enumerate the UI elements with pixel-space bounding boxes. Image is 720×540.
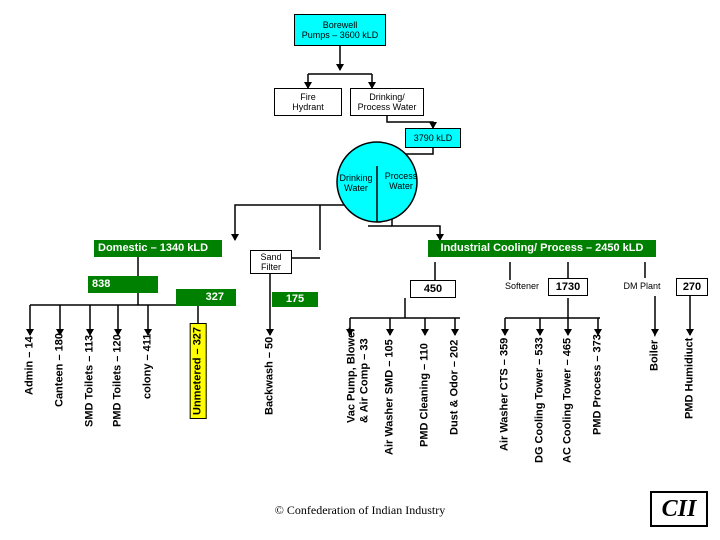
consumer-vac-pump: Vac Pump, Blower & Air Comp – 33 [345,327,370,423]
process-water-label: Process Water [384,171,418,191]
fire-hydrant-label: Fire Hydrant [292,91,324,112]
value-327-box: 327 [176,289,236,306]
value-838-label: 838 [92,278,111,291]
consumer-pmd-process: PMD Process – 373 [591,334,604,436]
consumer-colony: colony – 411 [141,333,154,400]
consumer-pmd-toilets: PMD Toilets – 120 [111,334,124,428]
consumer-air-washer-cts: Air Washer CTS – 359 [498,338,511,452]
cii-logo: CII [650,491,708,527]
value-175-label: 175 [285,293,305,306]
value-1730-label: 1730 [555,280,581,293]
domestic-label: Domestic – 1340 kLD [98,242,209,255]
tank-3790-label: 3790 kLD [413,132,453,143]
drinking-water-label: Drinking Water [339,173,373,193]
value-450-box: 450 [410,280,456,298]
value-1730-box: 1730 [548,278,588,296]
consumer-pmd-cleaning: PMD Cleaning – 110 [418,343,431,448]
cii-logo-text: CII [661,495,697,522]
consumer-dg-cooling-tower: DG Cooling Tower – 533 [533,337,546,464]
sand-filter-box: Sand Filter [250,250,292,274]
value-270-box: 270 [676,278,708,296]
copyright-footer: © Confederation of Indian Industry [274,503,446,517]
fire-hydrant-box: Fire Hydrant [274,88,342,116]
softener-label: Softener [504,281,540,291]
value-327-label: 327 [205,291,224,304]
consumer-air-washer-smd: Air Washer SMD – 105 [383,339,396,456]
domestic-box: Domestic – 1340 kLD [94,240,222,257]
borewell-pumps-label: Borewell Pumps – 3600 kLD [301,19,379,40]
industrial-box: Industrial Cooling/ Process – 2450 kLD [428,240,656,257]
consumer-admin: Admin – 14 [23,336,36,396]
consumer-ac-cooling-tower: AC Cooling Tower – 465 [561,338,574,464]
value-838-box: 838 [88,276,158,293]
consumer-boiler: Boiler - [648,333,661,372]
consumer-smd-toilets: SMD Toilets – 113 [83,335,96,428]
consumer-backwash: Backwash – 50 [263,337,276,416]
value-270-label: 270 [682,280,702,293]
value-175-box: 175 [272,292,318,307]
drinking-process-water-label: Drinking/ Process Water [357,91,417,112]
consumer-canteen: Canteen – 180 [53,333,66,408]
tank-3790-box: 3790 kLD [405,128,461,148]
value-450-label: 450 [423,282,443,295]
borewell-pumps-box: Borewell Pumps – 3600 kLD [294,14,386,46]
consumer-pmd-humidiuct: PMD Humidiuct [683,338,696,420]
consumer-dust-odor: Dust & Odor – 202 [448,340,461,436]
consumer-unmetered: Unmetered – 327 [186,236,210,436]
industrial-label: Industrial Cooling/ Process – 2450 kLD [440,242,644,255]
drinking-process-water-box: Drinking/ Process Water [350,88,424,116]
sand-filter-label: Sand Filter [260,251,282,272]
dm-plant-label: DM Plant [623,281,661,291]
